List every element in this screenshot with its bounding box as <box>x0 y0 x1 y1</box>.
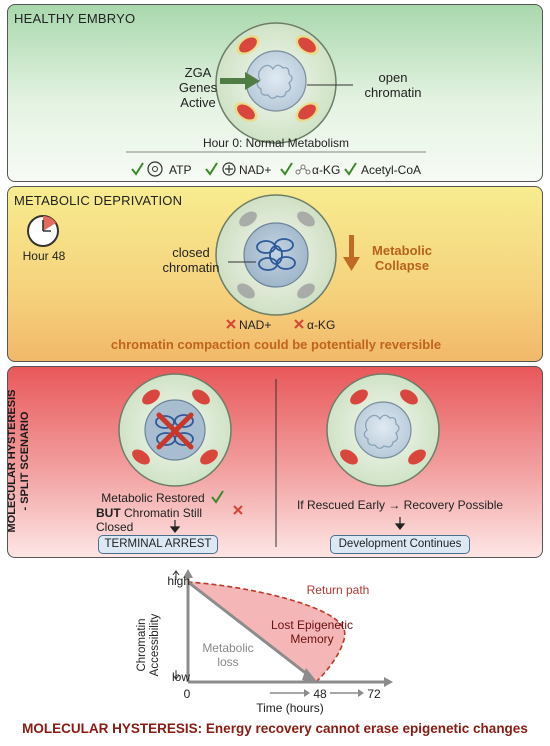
metabolic-deprivation-panel: METABOLIC DEPRIVATION <box>7 186 543 362</box>
y-axis-arrowhead <box>183 569 193 578</box>
atp-icon <box>147 161 163 177</box>
metabolite-atp: ATP <box>169 163 192 177</box>
y-low-arrow <box>172 670 180 680</box>
x-icons <box>226 319 304 329</box>
embryo-cell-deprived <box>27 194 360 329</box>
open-chromatin-label: open chromatin <box>353 70 433 100</box>
x-icon <box>233 505 243 515</box>
hour-48-label: Hour 48 <box>22 249 66 263</box>
footer-caption: MOLECULAR HYSTERESIS: Energy recovery ca… <box>22 721 528 736</box>
hour-zero-text: Hour 0: Normal Metabolism <box>202 136 350 150</box>
terminal-arrest-box: TERMINAL ARREST <box>98 535 218 554</box>
blocked-x-icon <box>156 412 194 450</box>
metabolic-loss-arrowhead <box>302 668 318 683</box>
metabolic-collapse-label: Metabolic Collapse <box>360 243 444 273</box>
healthy-embryo-panel: HEALTHY EMBRYO <box>7 4 543 182</box>
embryo-cell-healthy <box>126 22 426 177</box>
molecule-icon <box>295 164 311 175</box>
return-path-label: Return path <box>306 583 370 597</box>
reversible-note: chromatin compaction could be potentiall… <box>110 337 442 352</box>
damaged-mitochondria <box>237 211 315 299</box>
y-axis-label: Chromatin Accessibility <box>136 600 162 690</box>
check-icons <box>131 162 357 176</box>
recovering-cell <box>326 373 440 487</box>
x-tick-0: 0 <box>183 687 191 701</box>
clock-icon <box>27 215 59 247</box>
x-tick-48: 48 <box>313 687 327 701</box>
closed-chromatin-label: closed chromatin <box>153 245 229 275</box>
development-continues-box: Development Continues <box>330 535 470 554</box>
lost-akg: α-KG <box>307 318 336 332</box>
x-gap-arrow-1-head <box>304 689 310 697</box>
check-icon <box>211 490 224 504</box>
ylabel-line2: Accessibility <box>149 613 161 677</box>
x-gap-arrow-2-head <box>358 689 364 697</box>
x-tick-72: 72 <box>367 687 381 701</box>
zga-line3: Active <box>180 95 216 110</box>
y-tick-high: high <box>167 574 190 588</box>
return-path-line <box>187 581 346 683</box>
metabolite-acetyl-coa: Acetyl-CoA <box>361 163 422 177</box>
chart-marks <box>172 569 393 697</box>
closed-line1: closed <box>172 245 210 260</box>
collapse-line1: Metabolic <box>372 243 432 258</box>
ylabel-line1: Chromatin <box>136 618 148 672</box>
x-axis-label: Time (hours) <box>256 701 324 715</box>
lost-line1: Lost Epigenetic <box>270 618 354 632</box>
loss-line1: Metabolic <box>202 641 254 655</box>
collapse-arrow-icon <box>343 235 360 271</box>
chromatin-still-closed-text: BUT Chromatin Still Closed <box>96 506 236 534</box>
panel-title: METABOLIC DEPRIVATION <box>14 193 183 208</box>
metabolic-loss-line <box>187 580 313 680</box>
y-tick-low: low <box>171 670 190 684</box>
hysteresis-chart <box>172 569 393 697</box>
split-scenario-panel: MOLECULAR HYSTERESIS - SPLIT SCENARIO <box>7 366 543 558</box>
zga-line1: ZGA <box>184 65 212 80</box>
down-arrow-icons <box>169 517 406 533</box>
lost-memory-label: Lost Epigenetic Memory <box>262 618 362 646</box>
loss-line2: loss <box>217 655 239 669</box>
metabolic-restored-text: Metabolic Restored <box>101 491 205 505</box>
panel-title: HEALTHY EMBRYO <box>14 11 136 26</box>
nad-icon <box>222 162 236 176</box>
collapse-line2: Collapse <box>374 258 430 273</box>
split-scenario-graphics <box>118 373 440 547</box>
zga-line2: Genes <box>178 80 218 95</box>
closed-line2: chromatin <box>162 260 220 275</box>
lost-nad: NAD+ <box>239 318 272 332</box>
y-high-arrow <box>172 570 180 580</box>
open-line1: open <box>378 70 408 85</box>
zga-label: ZGA Genes Active <box>168 65 228 110</box>
metabolic-loss-label: Metabolic loss <box>196 641 260 669</box>
lost-memory-area <box>188 582 345 682</box>
metabolite-akg: α-KG <box>312 163 341 177</box>
rescued-early-text: If Rescued Early → Recovery Possible <box>296 498 504 512</box>
but-word: BUT <box>96 506 121 520</box>
mitochondria <box>234 35 319 122</box>
open-line2: chromatin <box>364 85 422 100</box>
metabolite-nad: NAD+ <box>239 163 272 177</box>
condensed-chromatin <box>256 238 296 271</box>
lost-line2: Memory <box>290 632 334 646</box>
still-closed-words: Chromatin Still Closed <box>96 506 203 534</box>
x-axis-arrowhead <box>384 677 393 687</box>
